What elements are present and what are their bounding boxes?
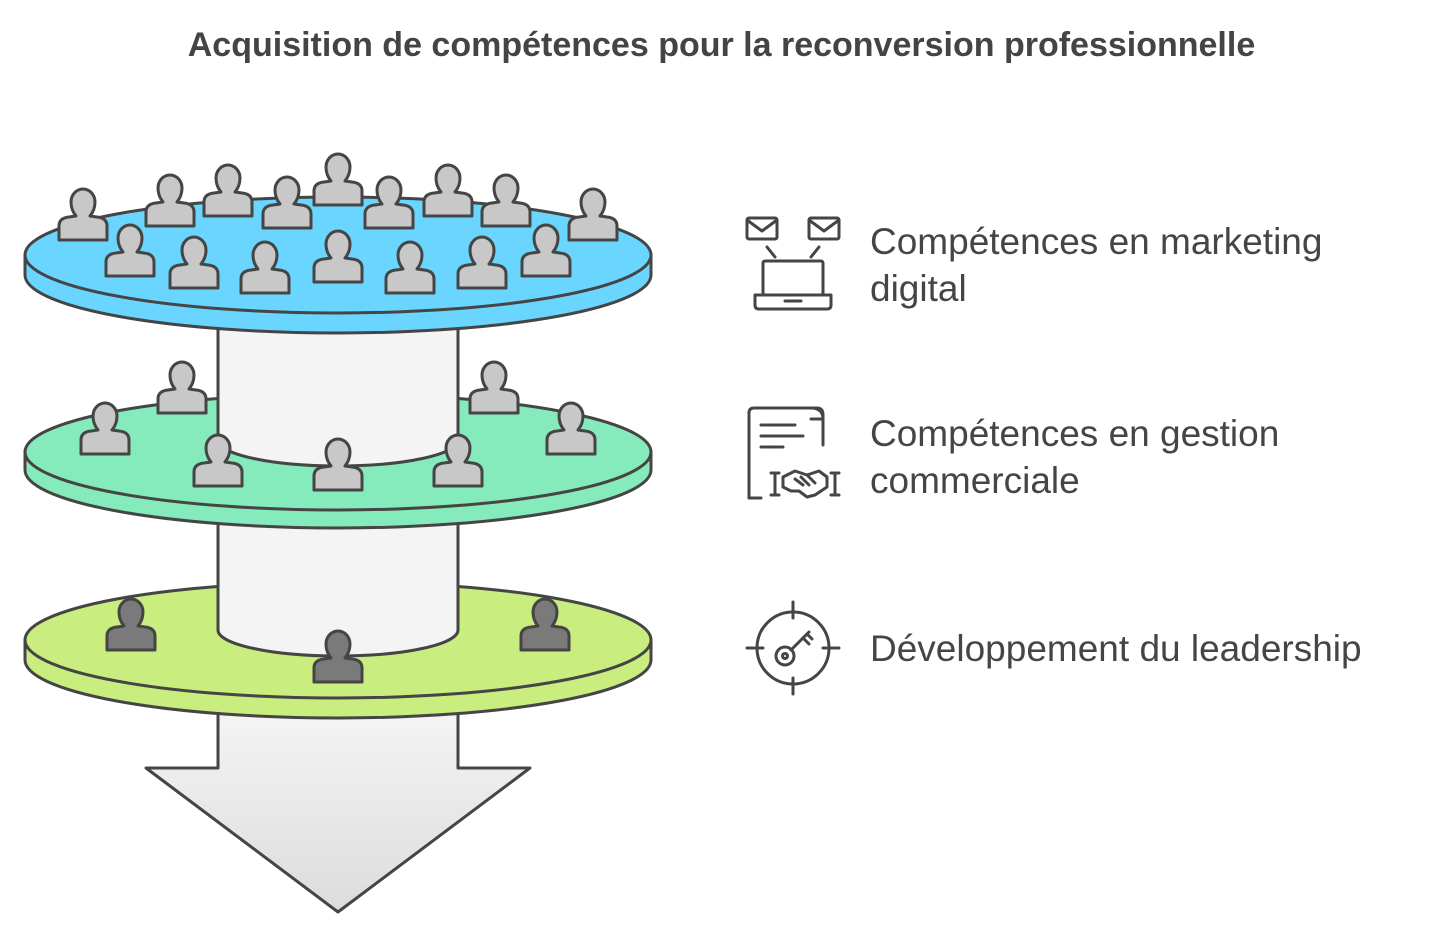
person-icon	[57, 187, 109, 242]
person-icon	[192, 433, 244, 488]
person-icon	[422, 163, 474, 218]
person-icon	[520, 223, 572, 278]
person-icon	[144, 173, 196, 228]
person-icon	[468, 360, 520, 415]
laptop-email-icon	[745, 216, 841, 311]
label-marketing: Compétences en marketing digital	[870, 221, 1323, 309]
person-icon	[104, 223, 156, 278]
person-icon	[545, 401, 597, 456]
person-icon	[567, 187, 619, 242]
people-marketing	[57, 152, 619, 295]
label-leadership: Développement du leadership	[870, 628, 1362, 669]
person-icon	[312, 229, 364, 284]
person-icon	[432, 433, 484, 488]
down-arrow	[144, 688, 532, 914]
page-title: Acquisition de compétences pour la recon…	[187, 26, 1256, 64]
person-icon	[384, 240, 436, 295]
person-icon	[519, 597, 571, 652]
contract-handshake-icon	[747, 406, 841, 500]
person-icon	[312, 152, 364, 207]
target-key-icon	[745, 600, 841, 696]
person-icon	[202, 163, 254, 218]
person-icon	[261, 175, 313, 230]
person-icon	[456, 235, 508, 290]
people-commercial	[79, 360, 597, 492]
person-icon	[105, 597, 157, 652]
people-leadership	[105, 597, 571, 684]
label-commercial: Compétences en gestion commerciale	[870, 413, 1280, 501]
person-icon	[168, 235, 220, 290]
person-icon	[363, 175, 415, 230]
person-icon	[312, 629, 364, 684]
person-icon	[156, 360, 208, 415]
person-icon	[312, 437, 364, 492]
person-icon	[480, 173, 532, 228]
person-icon	[239, 240, 291, 295]
person-icon	[79, 401, 131, 456]
